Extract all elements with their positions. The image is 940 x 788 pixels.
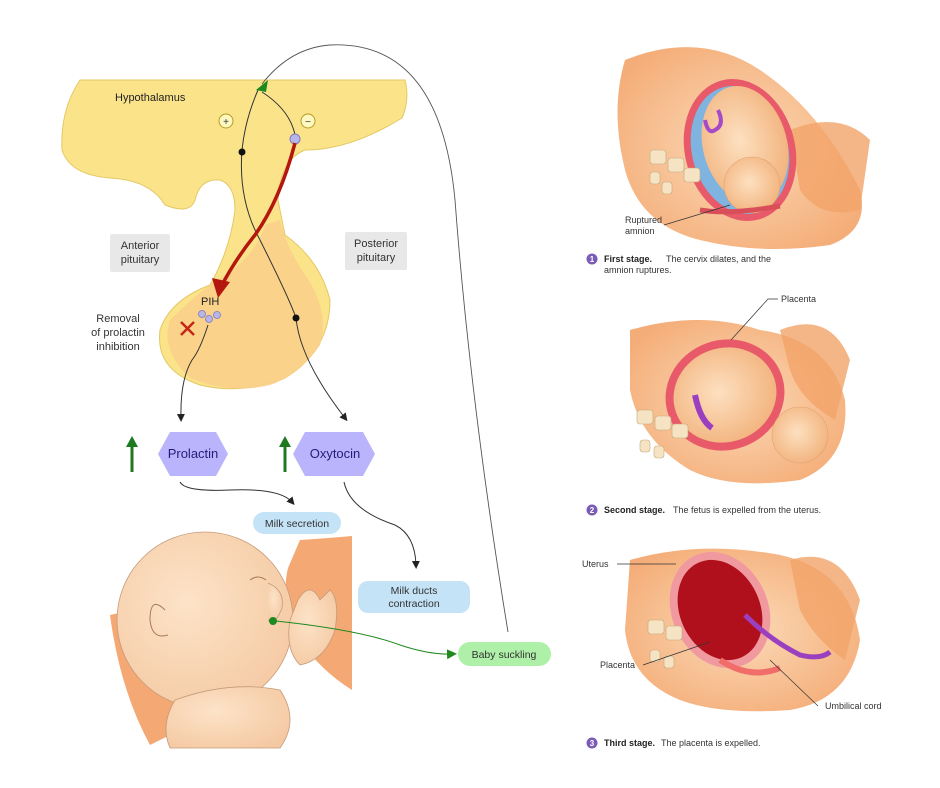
- oxytocin-to-ducts-arrow: [343, 481, 420, 569]
- umbilical-cord-callout: Umbilical cord: [825, 701, 882, 711]
- svg-text:Removal: Removal: [96, 313, 139, 325]
- prolactin-hormone: Prolactin: [158, 432, 228, 476]
- baby-suckling-box: Baby suckling: [458, 642, 551, 666]
- svg-text:First stage.: First stage.: [604, 254, 652, 264]
- neuron-body: [238, 148, 246, 156]
- oxytocin-hormone: Oxytocin: [293, 432, 375, 476]
- pituitary-shape: [167, 220, 323, 389]
- stage2-caption: 2 Second stage. The fetus is expelled fr…: [586, 504, 821, 516]
- neuron-terminal: [292, 314, 300, 322]
- stage1-illustration: [617, 47, 870, 250]
- svg-text:2: 2: [590, 506, 595, 515]
- stage2-illustration: [630, 320, 850, 484]
- inhibition-sign: −: [300, 113, 316, 129]
- pih-molecules: [198, 310, 221, 323]
- blocked-x-icon: [180, 321, 195, 336]
- nipple-stimulus-dot: [269, 617, 277, 625]
- stage3-illustration: [625, 548, 860, 712]
- svg-text:contraction: contraction: [388, 598, 440, 610]
- feedback-arrow-head: [256, 80, 268, 92]
- svg-text:Second stage.: Second stage.: [604, 505, 665, 515]
- pih-arrow-head: [212, 278, 230, 298]
- svg-text:+: +: [223, 117, 229, 128]
- svg-text:Anterior: Anterior: [121, 240, 160, 252]
- stimulation-sign: +: [218, 113, 234, 129]
- svg-text:Milk ducts: Milk ducts: [391, 585, 438, 597]
- svg-text:Prolactin: Prolactin: [168, 446, 219, 461]
- baby-breastfeeding-illustration: [110, 531, 352, 749]
- anterior-pituitary-label: Anterior pituitary: [110, 234, 170, 272]
- svg-text:amnion: amnion: [625, 226, 655, 236]
- stage2-badge: [586, 504, 598, 516]
- oxytocin-neuron-path: [240, 89, 348, 422]
- removal-of-prolactin-inhibition-label: Removal of prolactin inhibition: [91, 313, 145, 353]
- svg-text:The fetus is expelled from the: The fetus is expelled from the uterus.: [673, 505, 821, 515]
- svg-text:Posterior: Posterior: [354, 238, 398, 250]
- svg-text:pituitary: pituitary: [357, 252, 396, 264]
- oxytocin-increase-arrow-icon: [279, 436, 291, 472]
- svg-text:3: 3: [590, 739, 595, 748]
- anterior-to-prolactin-arrow: [176, 324, 209, 422]
- feedback-path: [261, 44, 509, 633]
- stage3-badge: [586, 737, 598, 749]
- hypothalamus-label: Hypothalamus: [115, 92, 186, 104]
- svg-text:The placenta is expelled.: The placenta is expelled.: [661, 738, 761, 748]
- svg-text:Third stage.: Third stage.: [604, 738, 655, 748]
- callout-line: [642, 641, 711, 666]
- pih-neuron-path: [261, 91, 296, 136]
- callout-line: [663, 204, 731, 226]
- milk-secretion-box: Milk secretion: [253, 512, 341, 534]
- svg-text:Baby suckling: Baby suckling: [472, 649, 537, 661]
- prolactin-to-milk-arrow: [179, 481, 295, 506]
- svg-text:Oxytocin: Oxytocin: [310, 446, 361, 461]
- placenta-callout-stage3: Placenta: [600, 660, 635, 670]
- pih-arrow: [220, 142, 297, 286]
- svg-text:The cervix dilates, and the: The cervix dilates, and the: [666, 254, 771, 264]
- stage1-badge: [586, 253, 598, 265]
- svg-text:Ruptured: Ruptured: [625, 215, 662, 225]
- pih-vesicle: [289, 133, 301, 145]
- stage1-caption: 1 First stage. The cervix dilates, and t…: [586, 253, 771, 275]
- ruptured-amnion-callout: Ruptured amnion: [625, 215, 662, 236]
- uterus-callout: Uterus: [582, 559, 609, 569]
- svg-text:pituitary: pituitary: [121, 254, 160, 266]
- milk-ducts-contraction-box: Milk ducts contraction: [358, 581, 470, 613]
- svg-text:amnion ruptures.: amnion ruptures.: [604, 265, 672, 275]
- pih-label: PIH: [201, 296, 219, 308]
- suckling-stimulus-arrow: [275, 620, 457, 660]
- stage3-caption: 3 Third stage. The placenta is expelled.: [586, 737, 761, 749]
- svg-text:Milk secretion: Milk secretion: [265, 518, 329, 530]
- svg-text:inhibition: inhibition: [96, 341, 139, 353]
- svg-text:1: 1: [590, 255, 595, 264]
- posterior-pituitary-label: Posterior pituitary: [345, 232, 407, 270]
- svg-text:−: −: [305, 117, 311, 128]
- prolactin-increase-arrow-icon: [126, 436, 138, 472]
- placenta-callout-stage2: Placenta: [781, 294, 816, 304]
- svg-text:of prolactin: of prolactin: [91, 327, 145, 339]
- callout-line: [769, 659, 819, 707]
- callout-line: [730, 298, 778, 341]
